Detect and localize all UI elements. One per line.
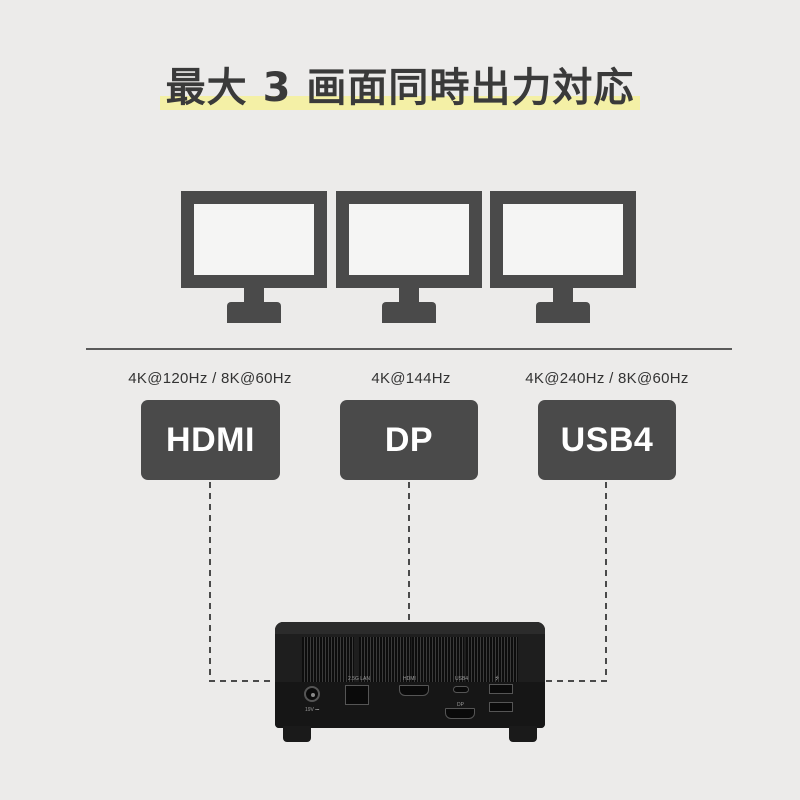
dp-port-box: DP bbox=[340, 400, 478, 480]
monitor-icon bbox=[336, 191, 482, 325]
hdmi-connector-line bbox=[209, 482, 276, 682]
usb-a-port bbox=[489, 702, 513, 712]
usb4-port bbox=[453, 686, 469, 693]
hdmi-port bbox=[399, 685, 429, 696]
monitor-icon bbox=[490, 191, 636, 325]
dc-label: 19V ⎓ bbox=[305, 707, 320, 713]
hdmi-spec: 4K@120Hz / 8K@60Hz bbox=[128, 370, 292, 387]
lan-port bbox=[345, 685, 369, 705]
usb4-port-box: USB4 bbox=[538, 400, 676, 480]
dp-port bbox=[445, 708, 475, 719]
usb-label: ⭍ bbox=[495, 676, 500, 682]
lan-label: 2.5G LAN bbox=[348, 676, 370, 682]
mini-pc: 19V ⎓ 2.5G LAN HDMI USB4 DP ⭍ bbox=[275, 622, 545, 742]
monitor-icon bbox=[181, 191, 327, 325]
vent bbox=[302, 637, 354, 682]
title-container: 最大 3 画面同時出力対応 bbox=[0, 62, 800, 114]
dp-port-label: DP bbox=[457, 702, 464, 708]
dc-jack-port bbox=[304, 686, 320, 702]
title-highlight bbox=[159, 96, 641, 110]
vent bbox=[412, 637, 464, 682]
usb-a-port bbox=[489, 684, 513, 694]
page-title: 最大 3 画面同時出力対応 bbox=[159, 62, 641, 114]
title-text: 最大 3 画面同時出力対応 bbox=[165, 65, 635, 111]
dp-spec: 4K@144Hz bbox=[371, 370, 451, 387]
usb4-port-label: USB4 bbox=[455, 676, 469, 682]
vent bbox=[466, 637, 518, 682]
hdmi-port-label: HDMI bbox=[403, 676, 416, 682]
foot bbox=[283, 726, 311, 742]
foot bbox=[509, 726, 537, 742]
usb4-connector-line bbox=[545, 482, 607, 682]
vent bbox=[359, 637, 411, 682]
divider bbox=[86, 348, 732, 350]
hdmi-port-box: HDMI bbox=[141, 400, 280, 480]
usb4-spec: 4K@240Hz / 8K@60Hz bbox=[525, 370, 689, 387]
